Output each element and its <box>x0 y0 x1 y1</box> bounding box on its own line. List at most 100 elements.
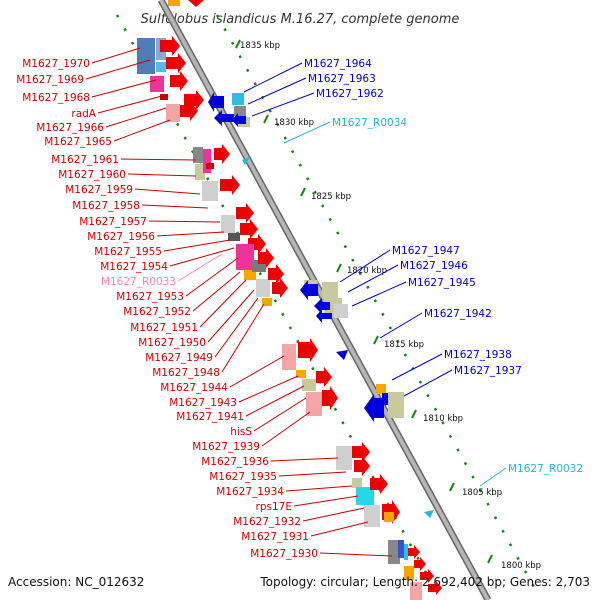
gene-arrow[interactable] <box>336 350 348 360</box>
gene-arrow[interactable] <box>364 394 384 422</box>
gene-block[interactable] <box>195 164 205 180</box>
gene-label[interactable]: M1627_1942 <box>424 308 492 320</box>
rna-marker[interactable] <box>242 157 250 165</box>
gene-block[interactable] <box>376 384 386 394</box>
gene-block[interactable] <box>388 392 404 418</box>
gene-block[interactable] <box>336 446 352 470</box>
gene-arrow[interactable] <box>316 309 332 323</box>
gene-label[interactable]: M1627_1947 <box>392 245 460 257</box>
gene-block[interactable] <box>306 392 322 416</box>
gene-block[interactable] <box>302 379 316 391</box>
gene-label[interactable]: M1627_1959 <box>65 184 133 196</box>
gene-block[interactable] <box>296 370 306 378</box>
rna-marker[interactable] <box>424 510 434 518</box>
gene-label[interactable]: hisS <box>230 426 252 438</box>
gene-label[interactable]: M1627_1930 <box>250 548 318 560</box>
gene-arrow[interactable] <box>370 474 388 494</box>
gene-arrow[interactable] <box>170 71 188 91</box>
gene-arrow[interactable] <box>428 581 442 595</box>
gene-arrow[interactable] <box>408 545 420 559</box>
gene-label[interactable]: M1627_1960 <box>58 169 126 181</box>
gene-label[interactable]: M1627_1935 <box>209 471 277 483</box>
gene-arrow[interactable] <box>316 367 332 387</box>
gene-block[interactable] <box>203 149 211 173</box>
gene-block[interactable] <box>228 233 240 241</box>
gene-label[interactable]: M1627_1939 <box>192 441 260 453</box>
gene-arrow[interactable] <box>258 248 274 268</box>
gene-label[interactable]: M1627_1966 <box>36 122 104 134</box>
gene-block[interactable] <box>322 282 338 298</box>
gene-label[interactable]: M1627_1944 <box>160 382 228 394</box>
gene-block[interactable] <box>160 94 168 100</box>
gene-label[interactable]: M1627_1954 <box>100 261 168 273</box>
gene-block[interactable] <box>236 244 254 270</box>
gene-block[interactable] <box>334 304 348 318</box>
gene-arrow[interactable] <box>300 280 318 300</box>
gene-label[interactable]: M1627_1948 <box>152 367 220 379</box>
gene-label[interactable]: M1627_1961 <box>51 154 119 166</box>
gene-block[interactable] <box>404 566 414 580</box>
gene-label[interactable]: M1627_1951 <box>130 322 198 334</box>
gene-label[interactable]: M1627_R0034 <box>332 117 407 129</box>
gene-label[interactable]: M1627_1938 <box>444 349 512 361</box>
gene-label[interactable]: M1627_1956 <box>87 231 155 243</box>
gene-block[interactable] <box>262 298 272 306</box>
gene-label[interactable]: M1627_1963 <box>308 73 376 85</box>
gene-label[interactable]: M1627_1946 <box>400 260 468 272</box>
gene-label[interactable]: M1627_1958 <box>72 200 140 212</box>
gene-block[interactable] <box>168 0 180 6</box>
gene-label[interactable]: M1627_1934 <box>216 486 284 498</box>
gene-label[interactable]: M1627_1964 <box>304 58 372 70</box>
gene-block[interactable] <box>384 512 394 522</box>
gene-label[interactable]: M1627_1941 <box>176 411 244 423</box>
gene-block[interactable] <box>410 582 422 600</box>
gene-block[interactable] <box>256 279 270 297</box>
gene-label[interactable]: M1627_1969 <box>16 74 84 86</box>
gene-arrow[interactable] <box>188 0 204 7</box>
gene-block[interactable] <box>150 76 164 92</box>
gene-arrow[interactable] <box>322 386 338 410</box>
gene-label[interactable]: M1627_1952 <box>123 306 191 318</box>
gene-arrow[interactable] <box>214 144 230 164</box>
gene-block[interactable] <box>282 344 296 370</box>
gene-arrow[interactable] <box>420 569 434 583</box>
gene-label[interactable]: M1627_1937 <box>454 365 522 377</box>
gene-arrow[interactable] <box>354 456 370 476</box>
gene-block[interactable] <box>166 104 180 122</box>
gene-block[interactable] <box>202 181 218 201</box>
gene-label[interactable]: M1627_R0033 <box>101 276 176 288</box>
gene-block[interactable] <box>206 163 214 169</box>
gene-label[interactable]: M1627_1931 <box>241 531 309 543</box>
gene-label[interactable]: M1627_1936 <box>201 456 269 468</box>
gene-block[interactable] <box>232 93 244 105</box>
gene-label[interactable]: M1627_1957 <box>79 216 147 228</box>
gene-block[interactable] <box>356 487 374 505</box>
gene-block[interactable] <box>221 215 235 233</box>
gene-arrow[interactable] <box>160 36 180 56</box>
gene-arrow[interactable] <box>232 113 246 127</box>
gene-arrow[interactable] <box>298 338 318 362</box>
gene-label[interactable]: M1627_1945 <box>408 277 476 289</box>
gene-arrow[interactable] <box>240 219 258 239</box>
gene-label[interactable]: M1627_1965 <box>44 136 112 148</box>
gene-label[interactable]: M1627_R0032 <box>508 463 583 475</box>
gene-arrow[interactable] <box>166 53 186 73</box>
gene-arrow[interactable] <box>314 298 330 314</box>
gene-block[interactable] <box>234 106 246 116</box>
gene-arrow[interactable] <box>352 442 370 462</box>
gene-arrow[interactable] <box>208 92 224 112</box>
gene-label[interactable]: M1627_1962 <box>316 88 384 100</box>
gene-block[interactable] <box>388 540 400 564</box>
gene-arrow[interactable] <box>220 175 240 195</box>
gene-label[interactable]: M1627_1932 <box>233 516 301 528</box>
gene-label[interactable]: radA <box>71 108 96 120</box>
gene-block[interactable] <box>364 505 380 527</box>
gene-label[interactable]: M1627_1943 <box>169 397 237 409</box>
gene-block[interactable] <box>193 147 203 163</box>
gene-label[interactable]: M1627_1949 <box>145 352 213 364</box>
gene-block[interactable] <box>352 478 362 488</box>
gene-label[interactable]: M1627_1970 <box>22 58 90 70</box>
gene-label[interactable]: M1627_1968 <box>22 92 90 104</box>
gene-block[interactable] <box>398 540 404 558</box>
gene-label[interactable]: rps17E <box>256 501 292 513</box>
